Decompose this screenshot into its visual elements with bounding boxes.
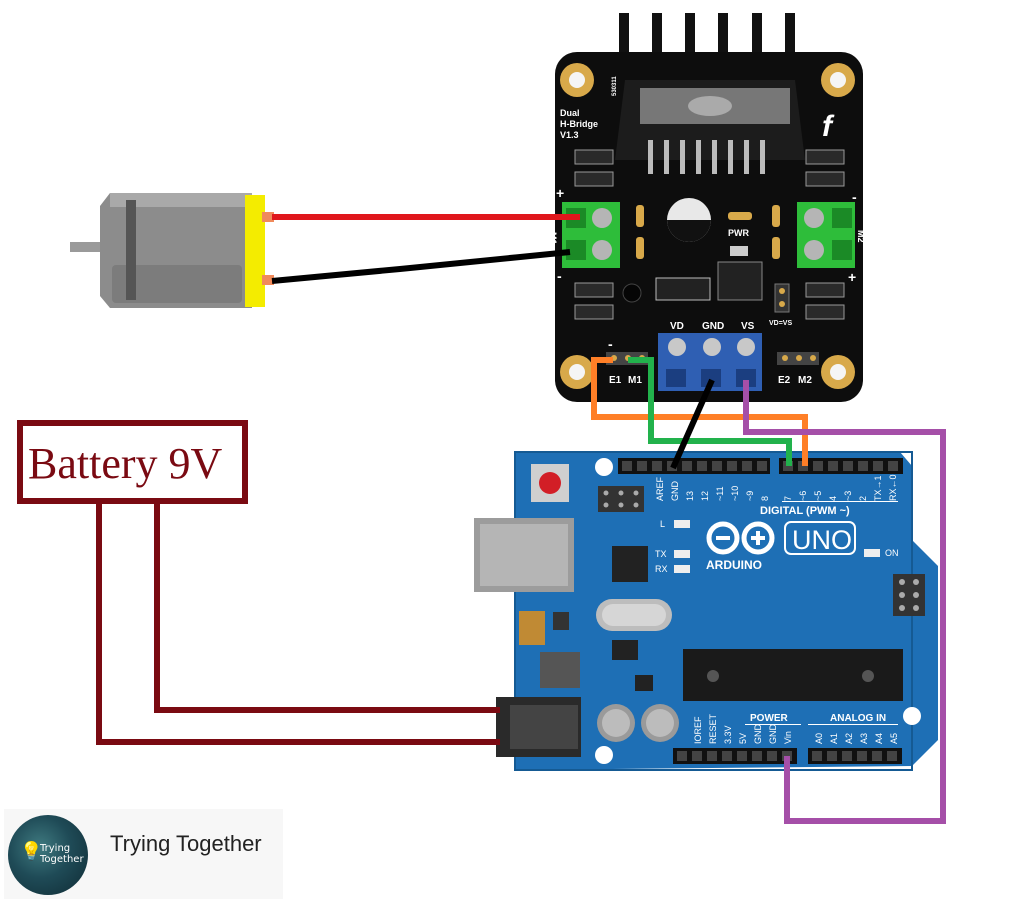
m2-terminal-label: M2 (856, 230, 866, 243)
lightbulb-icon: 💡 (20, 841, 43, 862)
wire-direction-pin7 (628, 357, 792, 466)
motor-terminal-m2 (797, 202, 855, 268)
pin-label-7: 7 (783, 496, 793, 501)
m1-minus: - (557, 268, 562, 284)
pin-label-vin: Vin (783, 731, 793, 744)
power-terminal (658, 333, 762, 391)
gnd-label: GND (702, 321, 724, 332)
e1-label: E1 (609, 375, 622, 386)
pin-label-2: 2 (858, 496, 868, 501)
dfrobot-logo: f (822, 110, 835, 143)
motor-terminal-m1 (562, 202, 620, 268)
wire-vin (743, 380, 946, 824)
pin-label-a0: A0 (814, 733, 824, 744)
pin-label-a2: A2 (844, 733, 854, 744)
driver-title-line-1: Dual (560, 108, 580, 118)
wire-motor-negative (271, 249, 571, 284)
wire-battery-positive (154, 500, 500, 713)
channel-logo: 💡 Trying Together (8, 815, 88, 895)
header-minus: - (608, 336, 613, 352)
vs-label: VS (741, 321, 755, 332)
analog-in-label: ANALOG IN (830, 713, 886, 724)
vd-label: VD (670, 321, 684, 332)
wire-ground (670, 378, 715, 470)
channel-name: Trying Together (110, 831, 262, 856)
pin-label-3v3: 3.3V (723, 725, 733, 744)
led-tx-label: TX (655, 549, 667, 559)
pin-label-gnd-2: GND (768, 724, 778, 745)
driver-title-line-3: V1.3 (560, 130, 579, 140)
battery-label-box: Battery 9V (17, 420, 248, 504)
vd-vs-label: VD=VS (769, 320, 792, 327)
pin-label-a4: A4 (874, 733, 884, 744)
pin-label-6: ~6 (798, 491, 808, 501)
pin-label-a3: A3 (859, 733, 869, 744)
pin-label-aref: AREF (655, 476, 665, 501)
pwr-label: PWR (728, 228, 749, 238)
m2-minus: - (852, 189, 857, 205)
m2-plus: + (848, 269, 856, 285)
arduino-uno-board: AREF GND 13 12 ~11 ~10 ~9 8 7 ~6 ~5 4 ~3… (474, 451, 938, 771)
digital-pwm-label: DIGITAL (PWM ~) (760, 505, 850, 517)
m1-header-label: M1 (628, 375, 642, 386)
arduino-model: UNO (792, 525, 852, 555)
pin-label-0: RX←0 (888, 474, 898, 501)
driver-title-line-2: H-Bridge (560, 119, 598, 129)
mounting-hole (560, 63, 855, 389)
pin-label-reset: RESET (708, 713, 718, 744)
pin-label-9: ~9 (745, 491, 755, 501)
pin-label-12: 12 (700, 491, 710, 501)
arduino-logo (706, 521, 775, 555)
pin-label-11: ~11 (715, 486, 725, 501)
e2-label: E2 (778, 375, 791, 386)
pin-label-a1: A1 (829, 733, 839, 744)
m1-plus: + (556, 185, 564, 201)
on-led-label: ON (885, 548, 899, 558)
led-l-label: L (660, 519, 665, 529)
pin-label-10: ~10 (730, 486, 740, 501)
pin-label-3: ~3 (843, 491, 853, 501)
m1-terminal-label: M1 (548, 232, 558, 245)
driver-serial: 530311 (612, 76, 618, 96)
pin-label-ioref: IOREF (693, 716, 703, 744)
led-rx-label: RX (655, 564, 668, 574)
channel-logo-text: Trying Together (40, 843, 84, 865)
m2-header-label: M2 (798, 375, 812, 386)
pin-label-5: ~5 (813, 491, 823, 501)
pin-label-gnd: GND (670, 481, 680, 502)
battery-label: Battery 9V (28, 439, 223, 488)
pin-label-13: 13 (685, 491, 695, 501)
arduino-brand: ARDUINO (706, 558, 762, 572)
pin-label-a5: A5 (889, 733, 899, 744)
pin-label-gnd-1: GND (753, 724, 763, 745)
pin-label-5v: 5V (738, 733, 748, 744)
pin-label-8: 8 (760, 496, 770, 501)
wire-battery-negative (96, 500, 500, 745)
pin-label-1: TX→1 (873, 475, 883, 501)
pin-label-4: 4 (828, 496, 838, 501)
dc-motor (70, 193, 274, 308)
channel-watermark: 💡 Trying Together Trying Together (4, 809, 283, 899)
motor-driver-board: Dual H-Bridge V1.3 530311 f PWR VD=V (548, 13, 866, 402)
power-label: POWER (750, 713, 789, 724)
